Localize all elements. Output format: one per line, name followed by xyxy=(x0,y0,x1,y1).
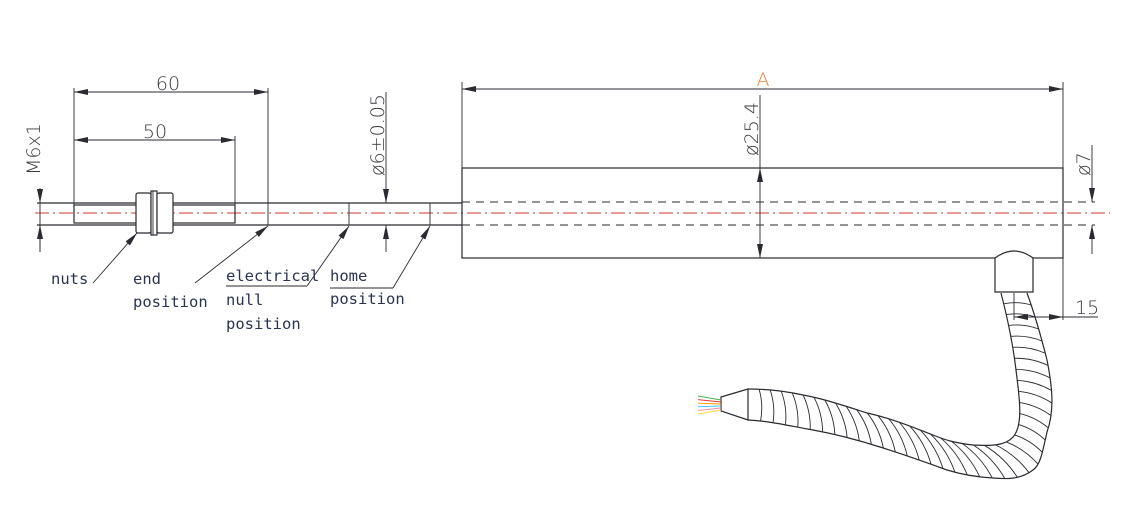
label-nuts: nuts xyxy=(51,270,88,288)
cable-rib xyxy=(1019,413,1049,429)
cable-rib xyxy=(1006,441,1039,465)
dimension-A: A xyxy=(461,69,1064,168)
dimension-15: 15 xyxy=(1013,258,1099,320)
probe-rod xyxy=(37,202,462,226)
dimension-50: 50 xyxy=(74,121,236,205)
cable-rib xyxy=(1006,313,1036,318)
label-home-line2: position xyxy=(330,290,405,308)
cable-rib xyxy=(940,437,968,476)
label-null-line1: electrical xyxy=(226,267,319,285)
thread-text: M6x1 xyxy=(23,123,45,175)
cable-rib xyxy=(845,406,860,441)
cable-rib xyxy=(1015,368,1051,379)
cable-rib xyxy=(898,421,920,461)
cable-rib xyxy=(824,399,836,435)
dimension-A-text: A xyxy=(757,69,770,91)
bore-diameter-text: ø7 xyxy=(1073,152,1095,176)
cable-rib xyxy=(1017,379,1052,391)
cable-connector xyxy=(994,250,1034,293)
cable-rib xyxy=(1008,324,1039,330)
label-null-line3: position xyxy=(226,315,301,333)
cable-rib xyxy=(813,397,824,432)
cable-rib xyxy=(919,429,944,469)
cable-rib xyxy=(1012,346,1046,354)
cable-rib xyxy=(1014,357,1049,366)
cable-rib xyxy=(1010,335,1043,342)
wire xyxy=(697,395,722,401)
dimension-15-text: 15 xyxy=(1075,297,1099,319)
cable-rib xyxy=(802,394,811,430)
wire xyxy=(697,399,722,403)
cable-rib xyxy=(780,391,787,425)
cable-rib xyxy=(930,433,956,473)
label-end-line1: end xyxy=(133,270,161,288)
label-home-line1: home xyxy=(330,267,367,285)
leader-lines xyxy=(92,225,431,289)
cable-end-sleeve xyxy=(720,388,749,421)
wire xyxy=(697,407,722,411)
cable-rib xyxy=(973,444,1006,479)
wire xyxy=(697,405,722,408)
cable-rib xyxy=(758,389,763,422)
cable-rib xyxy=(877,415,896,453)
cable-rib xyxy=(984,445,1018,478)
cable-rib xyxy=(888,418,908,457)
cable-rib xyxy=(1003,302,1032,306)
cable-rib xyxy=(995,444,1030,473)
cable-rib xyxy=(909,425,932,465)
dimension-60: 60 xyxy=(73,73,269,225)
flexible-cable xyxy=(720,292,1053,480)
label-null-line2: null xyxy=(226,291,263,309)
cable-rib xyxy=(962,443,993,479)
exposed-wires xyxy=(697,395,722,415)
cable-rib xyxy=(1018,424,1046,441)
body-diameter-text: ø25.4 xyxy=(741,102,763,156)
cable-rib xyxy=(791,392,799,428)
dimension-rod-diameter: ø6±0.05 xyxy=(367,92,389,252)
wire xyxy=(697,402,722,405)
cable-rib xyxy=(1014,434,1043,453)
cable-rib xyxy=(951,440,981,478)
rod-diameter-text: ø6±0.05 xyxy=(367,94,389,176)
cable-rib xyxy=(1018,390,1053,404)
dimension-thread: M6x1 xyxy=(23,123,45,252)
wire xyxy=(697,409,722,415)
cable-rib xyxy=(856,409,872,445)
cable-rib xyxy=(769,389,775,423)
dimension-50-text: 50 xyxy=(143,121,167,143)
label-end-line2: position xyxy=(133,293,208,311)
dimension-bore-diameter: ø7 xyxy=(1073,145,1095,254)
cable-rib xyxy=(866,412,884,449)
cable-rib xyxy=(835,402,848,438)
cable-rib xyxy=(1019,401,1052,416)
nuts xyxy=(135,190,174,236)
dimension-body-diameter: ø25.4 xyxy=(741,95,763,258)
dimension-60-text: 60 xyxy=(156,73,180,95)
